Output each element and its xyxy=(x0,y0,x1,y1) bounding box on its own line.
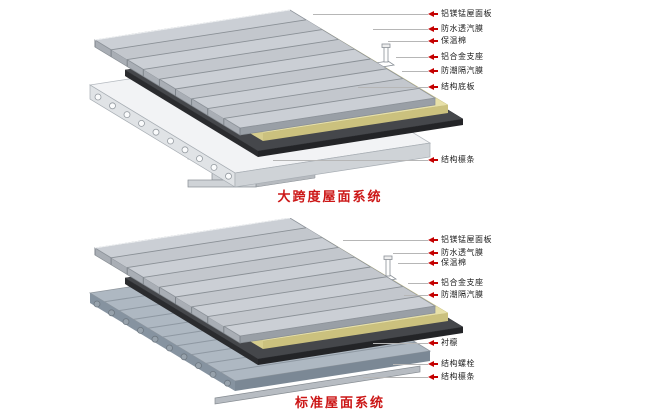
panel-end-ribs xyxy=(94,248,241,343)
leader-line xyxy=(408,282,428,284)
leader-line xyxy=(398,262,428,264)
arrow-left-icon xyxy=(428,260,434,266)
arrow-left-icon xyxy=(428,38,434,44)
bottom-diagram-title: 标准屋面系统 xyxy=(294,396,385,411)
leader-line xyxy=(402,70,428,72)
label-structural-purlin: 结构檩条 xyxy=(273,155,475,165)
label-structural-bolt: 结构螺栓 xyxy=(393,359,475,369)
standard-roof-diagram xyxy=(88,218,464,405)
arrow-left-icon xyxy=(428,68,434,74)
label-alloy-support: 铝合金支座 xyxy=(396,52,484,62)
label-structural-deck: 结构底板 xyxy=(358,82,475,92)
label-roof-panel: 铝镁锰屋面板 xyxy=(313,9,492,19)
label-waterproof-membrane: 防水透气膜 xyxy=(393,248,484,258)
label-vapor-barrier: 防潮隔汽膜 xyxy=(402,66,484,76)
leader-line xyxy=(388,40,428,42)
arrow-left-icon xyxy=(428,26,434,32)
arrow-left-icon xyxy=(428,292,434,298)
arrow-left-icon xyxy=(428,84,434,90)
arrow-left-icon xyxy=(428,361,434,367)
panel-seams xyxy=(111,227,419,327)
leader-line xyxy=(393,252,428,254)
label-vapor-barrier: 防潮隔汽膜 xyxy=(404,290,484,300)
label-waterproof-membrane: 防水透汽膜 xyxy=(373,24,484,34)
arrow-left-icon xyxy=(428,280,434,286)
leader-line xyxy=(358,86,428,88)
leader-line xyxy=(313,13,428,15)
arrow-left-icon xyxy=(428,54,434,60)
arrow-left-icon xyxy=(428,250,434,256)
arrow-left-icon xyxy=(428,374,434,380)
leader-line xyxy=(373,28,428,30)
structural-purlin xyxy=(214,365,421,405)
leader-line xyxy=(363,376,428,378)
top-diagram-title: 大跨度屋面系统 xyxy=(277,190,383,205)
roof-panel-layer xyxy=(93,218,437,344)
roof-panel-layer xyxy=(93,9,437,136)
large-span-roof-diagram xyxy=(88,9,464,188)
corrugation-waves xyxy=(93,300,231,387)
label-structural-purlin: 结构檩条 xyxy=(363,372,475,382)
panel-seams xyxy=(111,19,419,119)
arrow-left-icon xyxy=(428,237,434,243)
panel-end-ribs xyxy=(94,40,241,135)
leader-line xyxy=(393,363,428,365)
leader-line xyxy=(343,239,428,241)
label-liner-purlin: 衬檩 xyxy=(373,338,458,348)
label-insulation: 保温棉 xyxy=(388,36,467,46)
leader-line xyxy=(404,294,428,296)
arrow-left-icon xyxy=(428,157,434,163)
label-alloy-support: 铝合金支座 xyxy=(408,278,484,288)
label-roof-panel: 铝镁锰屋面板 xyxy=(343,235,492,245)
deck-perforations xyxy=(94,93,232,180)
arrow-left-icon xyxy=(428,11,434,17)
leader-line xyxy=(373,342,428,344)
arrow-left-icon xyxy=(428,340,434,346)
leader-line xyxy=(273,159,428,161)
label-insulation: 保温棉 xyxy=(398,258,467,268)
leader-line xyxy=(396,56,428,58)
